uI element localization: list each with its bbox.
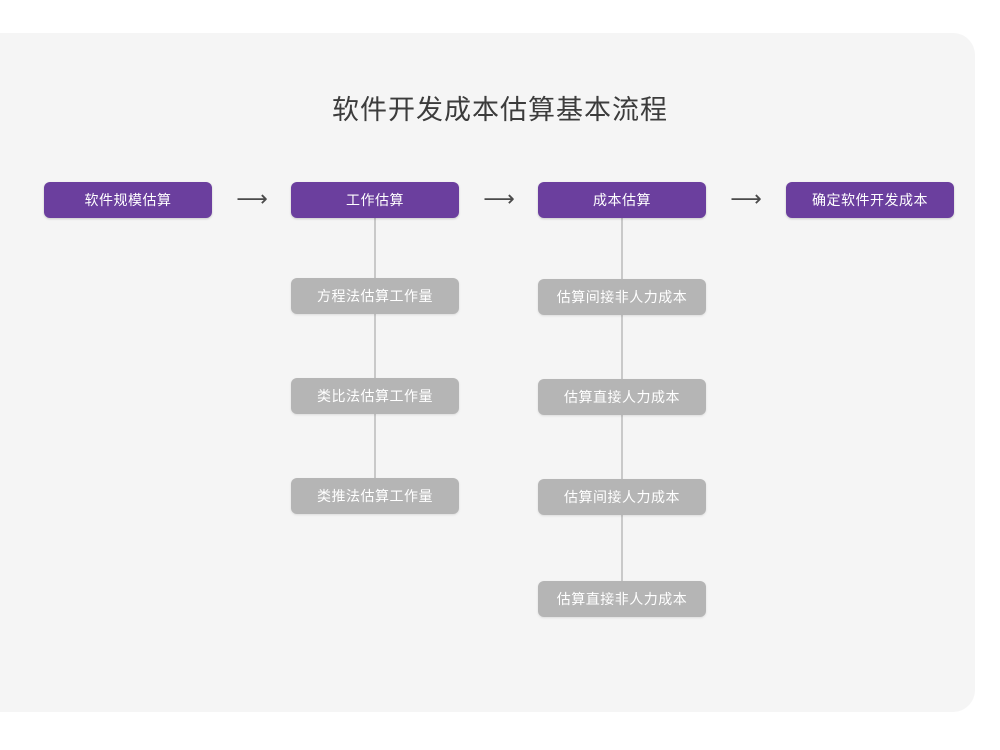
arrow-step-1-to-2: ⟶ (225, 182, 279, 218)
step-node-label: 确定软件开发成本 (812, 192, 928, 208)
substep-node-indirect-non-labor-cost[interactable]: 估算间接非人力成本 (538, 279, 706, 315)
step-node-determine-development-cost[interactable]: 确定软件开发成本 (786, 182, 954, 218)
substep-node-label: 估算间接人力成本 (564, 489, 680, 505)
substep-node-direct-labor-cost[interactable]: 估算直接人力成本 (538, 379, 706, 415)
step-node-label: 工作估算 (346, 192, 404, 208)
page-title: 软件开发成本估算基本流程 (332, 95, 668, 125)
arrow-step-3-to-4: ⟶ (719, 182, 773, 218)
substep-node-analogous-inference-method-effort[interactable]: 类推法估算工作量 (291, 478, 459, 514)
substep-node-label: 估算直接人力成本 (564, 389, 680, 405)
arrow-step-2-to-3: ⟶ (472, 182, 526, 218)
substep-node-label: 估算直接非人力成本 (556, 591, 688, 607)
step-node-label: 软件规模估算 (84, 192, 172, 208)
substep-node-analogy-method-effort[interactable]: 类比法估算工作量 (291, 378, 459, 414)
step-node-cost-estimation[interactable]: 成本估算 (538, 182, 706, 218)
right-arrow-icon: ⟶ (236, 187, 268, 212)
step-node-software-scale-estimation[interactable]: 软件规模估算 (44, 182, 212, 218)
substep-node-label: 估算间接非人力成本 (556, 289, 688, 305)
diagram-card (0, 33, 975, 712)
step-node-work-estimation[interactable]: 工作估算 (291, 182, 459, 218)
right-arrow-icon: ⟶ (730, 187, 762, 212)
substep-node-label: 类比法估算工作量 (317, 388, 433, 404)
substep-node-label: 类推法估算工作量 (317, 488, 433, 504)
substep-node-indirect-labor-cost[interactable]: 估算间接人力成本 (538, 479, 706, 515)
substep-node-direct-non-labor-cost[interactable]: 估算直接非人力成本 (538, 581, 706, 617)
substep-node-equation-method-effort[interactable]: 方程法估算工作量 (291, 278, 459, 314)
step-node-label: 成本估算 (593, 192, 651, 208)
substep-node-label: 方程法估算工作量 (317, 288, 433, 304)
connector-step-2-branch (374, 218, 376, 482)
right-arrow-icon: ⟶ (483, 187, 515, 212)
